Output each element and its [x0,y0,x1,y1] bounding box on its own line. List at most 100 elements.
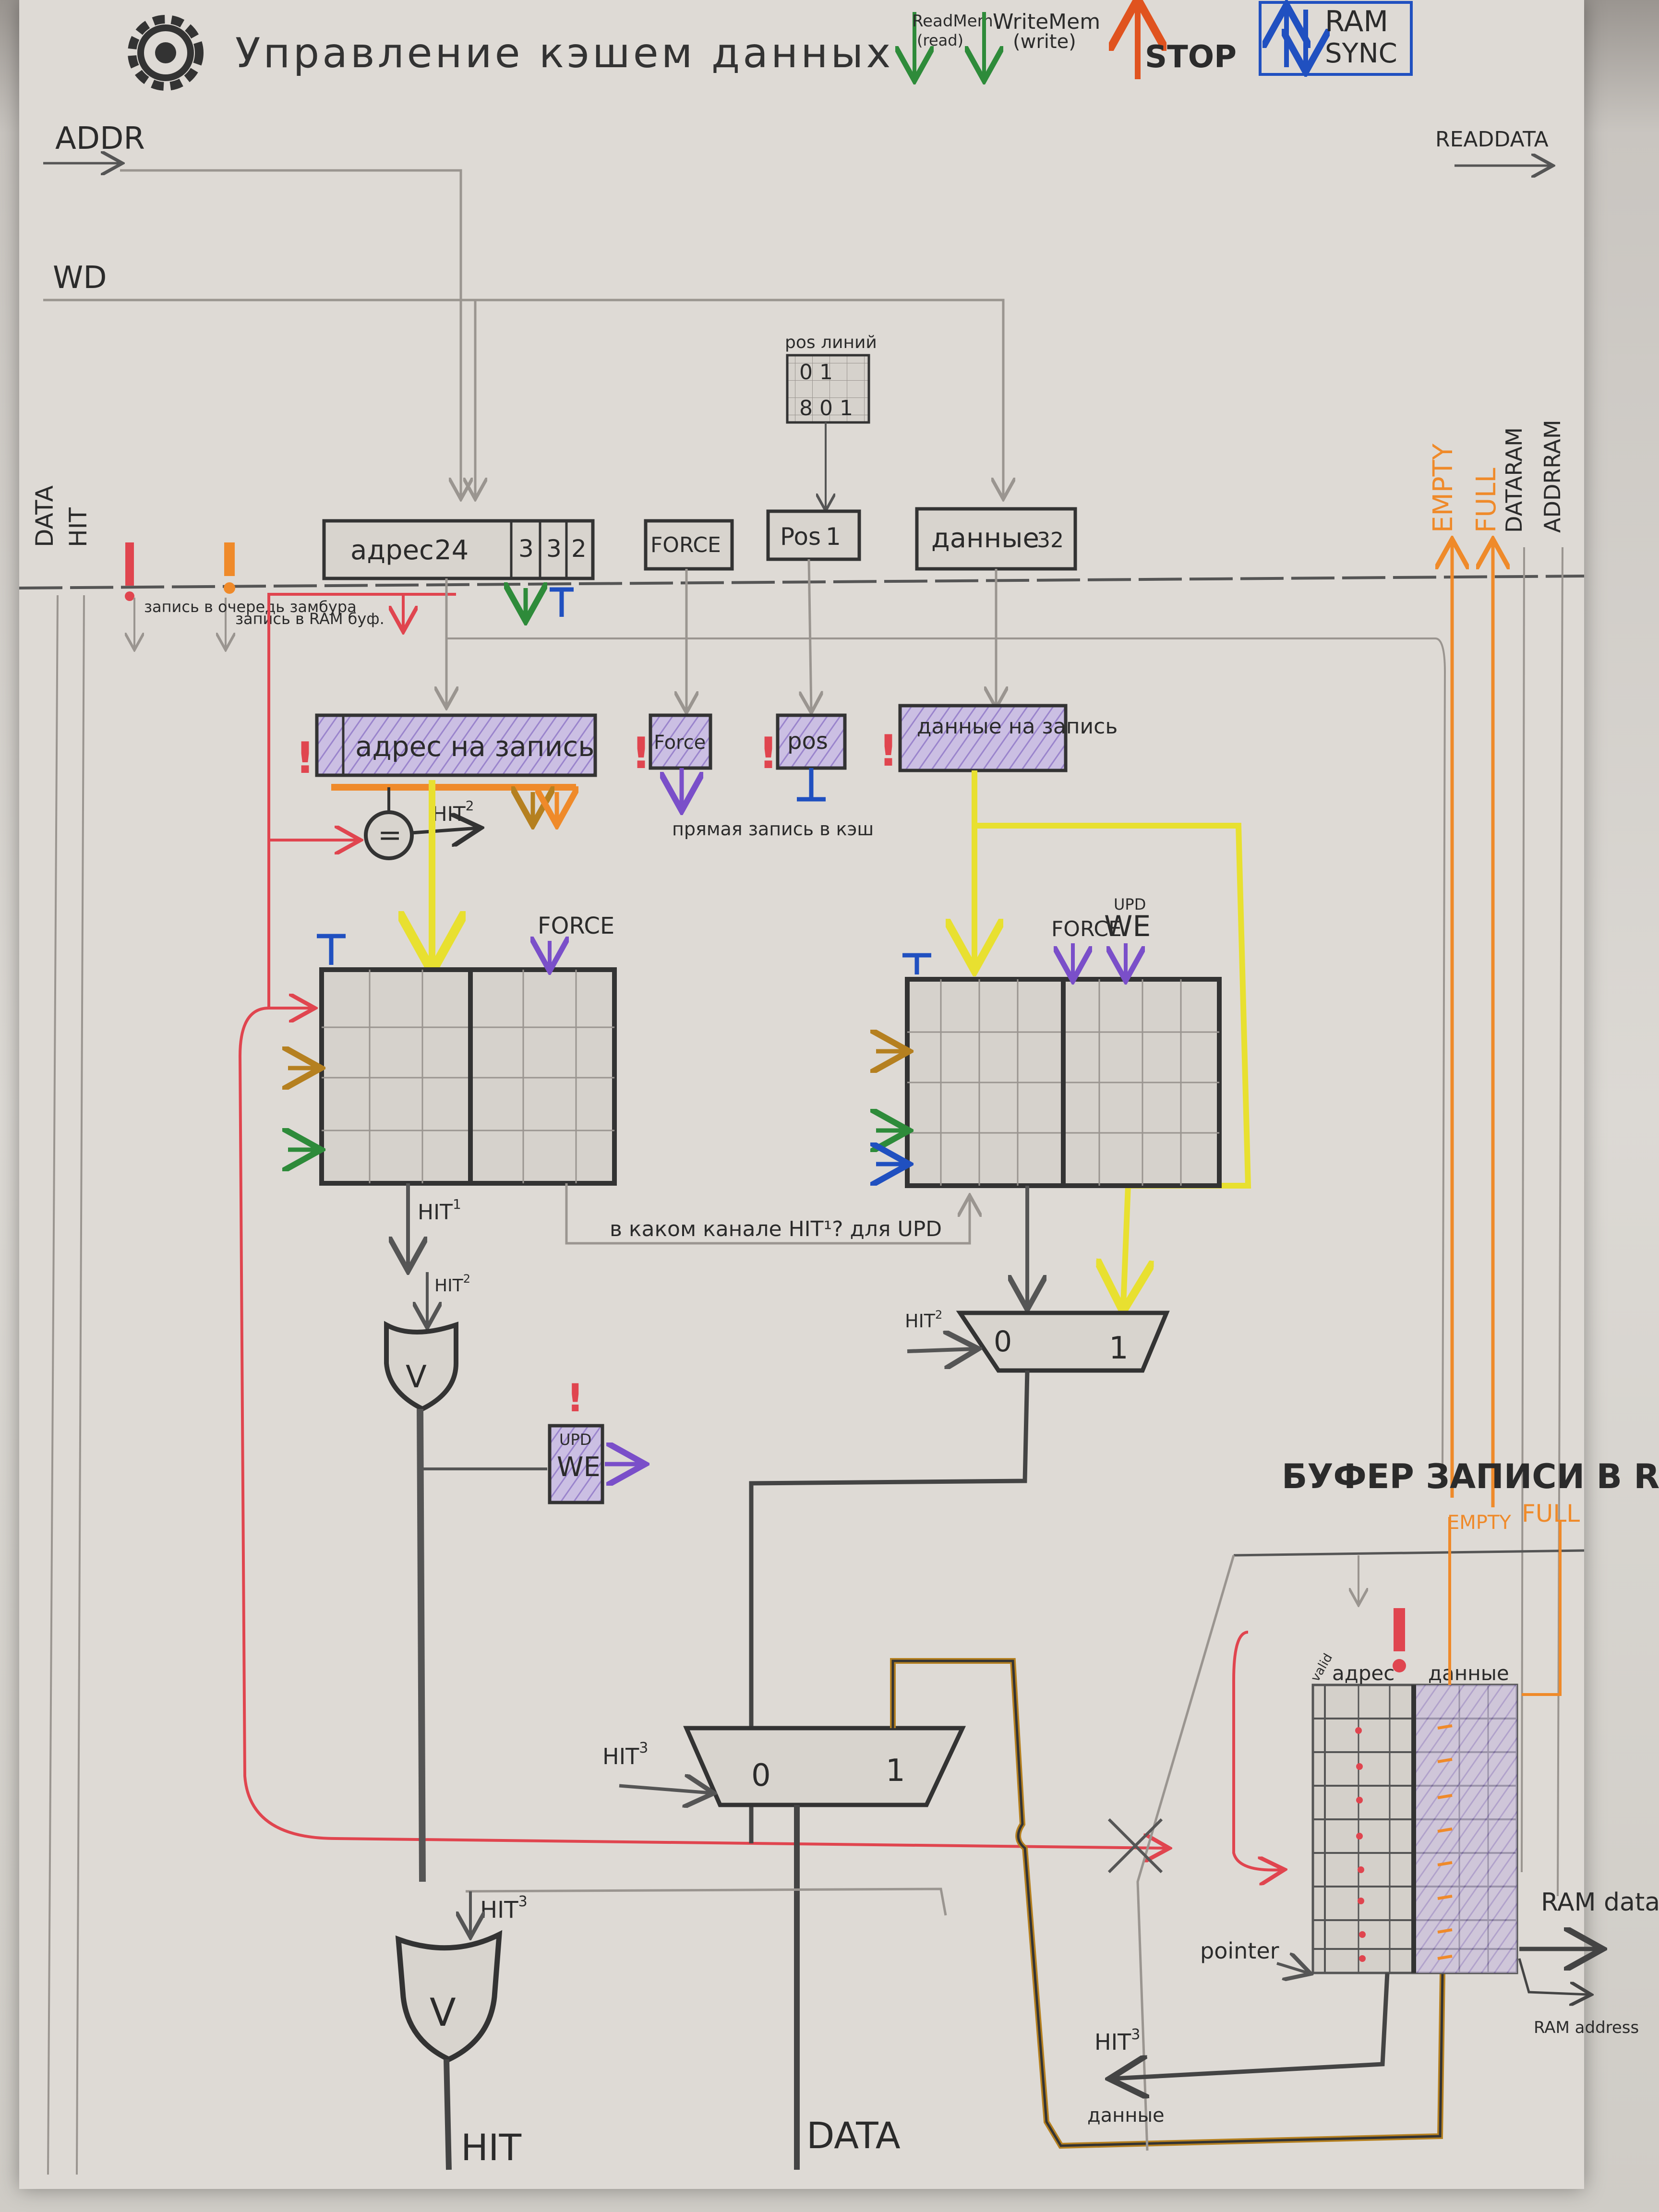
wd-bus-line [43,299,1003,497]
upd-we-register: ! UPD WE [548,1376,641,1504]
svg-text:1: 1 [826,523,841,551]
readdata-label: READDATA [1435,127,1549,152]
hit-bus-label: HIT [64,507,92,547]
stop-marker [224,542,235,594]
direct-write-note: прямая запись в кэш [672,818,874,840]
mux-2: 0 1 [683,1726,966,1807]
write-enable-line [267,593,456,1008]
svg-text:WE: WE [557,1452,601,1483]
svg-text:!: ! [295,733,315,783]
svg-text:3: 3 [518,535,534,563]
or-gate-output: V [395,1930,503,2063]
svg-text:24: 24 [434,535,469,566]
buffer-empty-label: EMPTY [1447,1512,1511,1534]
svg-text:3: 3 [546,535,562,563]
ram-data-label: RAM data [1541,1888,1659,1917]
stage2-addr-register: ! адрес на запись [295,713,597,783]
svg-text:STOP: STOP [1145,39,1237,75]
svg-text:pos: pos [787,728,828,755]
svg-text:UPD: UPD [559,1431,591,1449]
svg-text:(write): (write) [1013,31,1076,53]
comparator: = [364,810,414,860]
channel-question-note: в каком канале HIT¹? для UPD [610,1217,942,1241]
svg-text:!: ! [566,1376,584,1420]
hit2-select-label: HIT2 [905,1308,942,1332]
svg-text:1: 1 [886,1753,905,1789]
stop-marker [1393,1608,1406,1672]
note-write-ram: запись в RAM буф. [235,610,385,628]
svg-text:данные: данные [931,523,1039,554]
svg-text:адрес на запись: адрес на запись [355,730,594,763]
empty-bus-label: EMPTY [1428,443,1459,533]
full-bus-label: FULL [1471,468,1502,533]
page-title: Управление кэшем данных [235,29,893,77]
upd-label: UPD [1114,895,1146,914]
data-array [905,977,1222,1188]
svg-text:!: ! [758,728,778,779]
pos-lines-table: pos линий 0 1 8 0 1 [785,333,877,509]
svg-text:0: 0 [994,1325,1012,1358]
buffer-full-label: FULL [1522,1500,1580,1527]
stage1-addr-register: адрес 24 3 3 2 [322,519,595,580]
hit2-input-label: HIT2 [434,1272,470,1296]
svg-text:данные на запись: данные на запись [917,714,1118,739]
wd-label: WD [53,260,107,296]
svg-text:адрес: адрес [350,535,434,566]
svg-text:SYNC: SYNC [1325,38,1397,69]
note-write-queue: запись в очередь замбура [144,598,357,616]
buffer-hit3-label: HIT3 [1094,2026,1140,2055]
svg-text:=: = [378,818,402,852]
buffer-title: БУФЕР ЗАПИСИ В RAM [1282,1457,1659,1496]
mux-1: 0 1 [956,1310,1170,1373]
svg-text:!: ! [631,728,651,779]
addr-bus-line [120,169,461,497]
crossed-line-marker [1107,1818,1163,1874]
buffer-col-valid: valid [1308,1651,1335,1684]
legend-ramsync: RAM SYNC [1259,2,1413,74]
write-buffer-table [1311,1683,1518,1974]
legend-readmem: ReadMem (read) [912,12,993,77]
output-data: DATA [806,2114,901,2157]
buffer-col-data: данные [1428,1661,1509,1685]
svg-text:RAM: RAM [1325,5,1388,38]
stage2-pos-register: ! pos [758,713,847,802]
data-bus-label: DATA [31,485,59,547]
stage1-data-register: данные 32 [915,507,1077,571]
svg-text:8 0 1: 8 0 1 [799,396,853,421]
or-gate: V [384,1321,458,1412]
gear-icon [128,15,204,91]
we-label: WE [1104,910,1151,943]
svg-text:2: 2 [571,535,587,563]
ram-address-label: RAM address [1534,2018,1639,2037]
svg-text:V: V [430,1990,456,2035]
stage2-force-register: ! Force [631,713,712,806]
svg-text:WriteMem: WriteMem [993,10,1100,34]
hit3-select-label: HIT3 [602,1740,648,1769]
dataram-bus-label: DATARAM [1501,427,1527,533]
svg-text:0: 0 [751,1758,771,1793]
buffer-data-label: данные [1087,2104,1165,2127]
stage1-pos-register: Pos 1 [766,509,861,561]
stage1-force-register: FORCE [644,519,734,571]
hit3-or-label: HIT3 [480,1893,528,1923]
svg-text:32: 32 [1037,528,1064,553]
svg-text:FORCE: FORCE [650,533,721,557]
addrram-bus-label: ADDRRAM [1539,420,1565,533]
svg-text:!: ! [878,726,898,776]
output-hit: HIT [461,2126,522,2169]
addr-label: ADDR [55,121,145,156]
buffer-col-addr: адрес [1332,1661,1395,1685]
stop-marker [125,542,134,601]
svg-text:(read): (read) [917,31,963,49]
pipeline-bus [19,575,1585,589]
svg-text:1: 1 [1109,1331,1129,1366]
pointer-label: pointer [1200,1938,1279,1964]
svg-text:V: V [406,1359,427,1395]
svg-text:Pos: Pos [780,523,821,551]
legend-writemem: WriteMem (write) [984,10,1100,77]
hit2-label: HIT2 [432,798,474,826]
hit1-label: HIT1 [418,1196,461,1225]
tag-array [319,967,617,1186]
force-label: FORCE [538,913,614,939]
